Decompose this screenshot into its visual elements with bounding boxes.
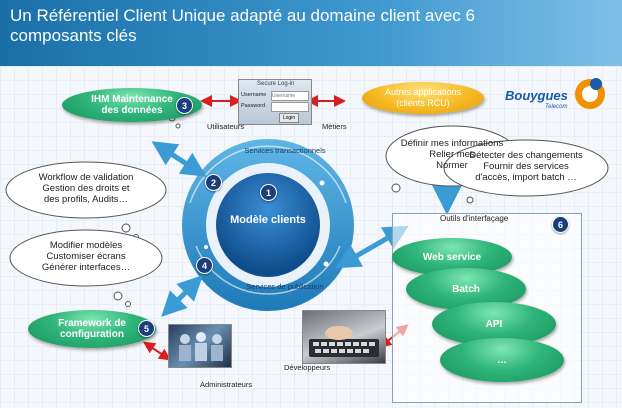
- cloud-line: Fournir des services: [483, 161, 569, 172]
- login-button: Login: [279, 113, 299, 123]
- login-pass-label: Password: [241, 103, 266, 109]
- badge-5: 5: [138, 320, 155, 337]
- badge-2: 2: [205, 174, 222, 191]
- cloud-modifier: [9, 229, 163, 307]
- ring-services: [182, 139, 354, 311]
- cloud-line: Modifier modèles: [49, 240, 123, 251]
- badge-1: 1: [260, 184, 277, 201]
- framework-configuration-node: Framework de configuration: [28, 310, 156, 348]
- logo-sub: Telecom: [545, 104, 568, 110]
- login-user-label: Username: [241, 92, 267, 98]
- people-icon: [179, 332, 223, 361]
- cloud-line: des profils, Audits…: [44, 194, 128, 205]
- tool-label: Web service: [422, 251, 482, 263]
- login-screenshot: Secure Log-in Username Username Password…: [238, 79, 312, 125]
- cloud-line: Gestion des droits et: [42, 183, 130, 194]
- utilisateurs-label: Utilisateurs: [207, 122, 245, 131]
- framework-label: Framework de configuration: [58, 318, 126, 340]
- tool-more: …: [440, 338, 564, 382]
- center-label: Modèle clients: [230, 214, 306, 226]
- cloud-line: Générer interfaces…: [41, 262, 131, 273]
- logo-brand: Bouygues: [505, 88, 568, 103]
- cloud-line: Normer: [436, 160, 468, 171]
- page-title: Un Référentiel Client Unique adapté au d…: [10, 6, 475, 45]
- logo-bubble-icon: [575, 78, 605, 109]
- tool-label: …: [497, 354, 507, 366]
- cloud-line: Relier mes: [429, 149, 475, 160]
- autres-label: Autres applications (clients RCU): [384, 87, 462, 108]
- ihm-label: IHM Maintenance des données: [91, 94, 173, 116]
- arrow-framework-admin: [143, 341, 171, 361]
- arrow-framework-ring: [161, 275, 203, 317]
- header-banner: [0, 0, 622, 66]
- login-password-input: [271, 102, 309, 112]
- ring-top-label: Services transactionnels: [244, 146, 326, 155]
- cloud-line: Workflow de validation: [38, 172, 134, 183]
- cloud-workflow-text: Workflow de validation Gestion des droit…: [16, 172, 156, 205]
- cloud-line: Définir mes informations: [400, 138, 504, 149]
- cloud-line: Détecter des changements: [469, 150, 583, 161]
- badge-4: 4: [196, 257, 213, 274]
- cloud-definir-text: Définir mes informations Relier mes Norm…: [392, 138, 512, 171]
- arrow-ring-outils: [335, 225, 409, 269]
- developpeurs-photo: [302, 310, 386, 364]
- autres-applications-node: Autres applications (clients RCU): [362, 82, 484, 114]
- badge-6: 6: [552, 216, 569, 233]
- bubble-dot: [175, 123, 181, 129]
- cloud-modifier-text: Modifier modèles Customiser écrans Génér…: [18, 240, 154, 273]
- arrow-ihm-ring: [151, 141, 207, 177]
- administrateurs-photo: [168, 324, 232, 368]
- ring-bottom-label: Services de publication: [246, 282, 324, 291]
- login-title: Secure Log-in: [257, 81, 295, 87]
- cloud-line: d'accès, import batch …: [475, 172, 577, 183]
- keyboard-icon: [309, 326, 379, 357]
- metiers-label: Métiers: [322, 122, 347, 131]
- outils-label: Outils d'interfaçage: [440, 214, 509, 223]
- cloud-line: Customiser écrans: [46, 251, 126, 262]
- badge-3: 3: [176, 97, 193, 114]
- cloud-detecter-text: Détecter des changements Fournir des ser…: [450, 150, 602, 183]
- tool-label: Batch: [452, 283, 480, 295]
- tool-label: API: [485, 318, 503, 330]
- administrateurs-label: Administrateurs: [200, 380, 253, 389]
- cloud-detecter: [443, 139, 609, 204]
- login-username-input: Username: [271, 91, 309, 101]
- developpeurs-label: Développeurs: [284, 363, 331, 372]
